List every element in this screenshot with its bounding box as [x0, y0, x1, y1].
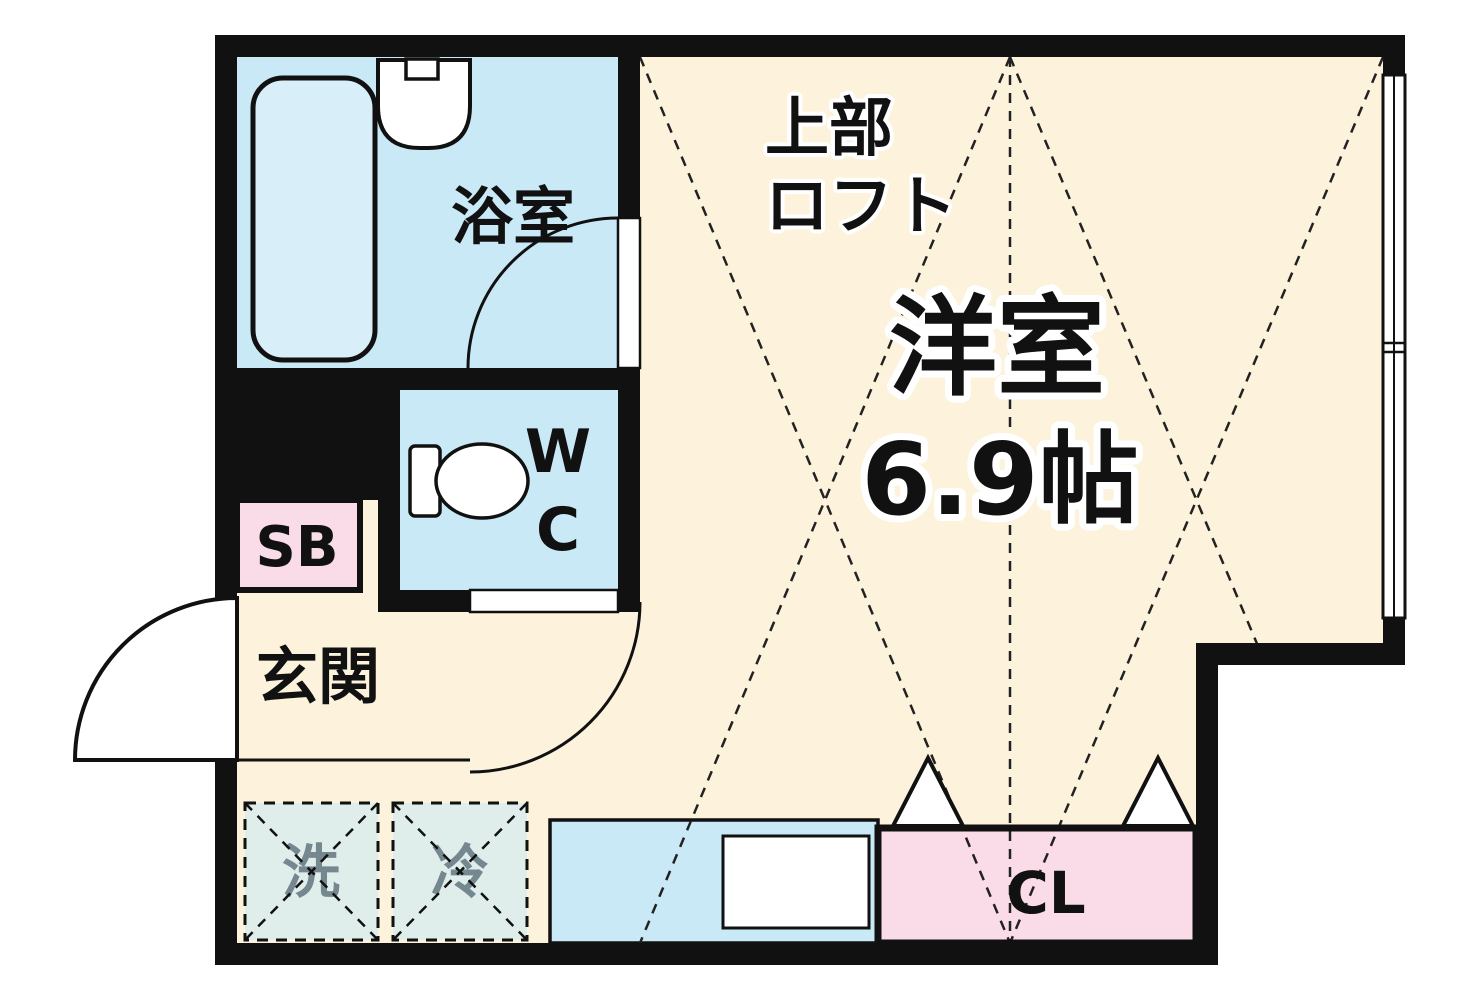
bathroom-label: 浴室 [451, 180, 575, 253]
main-room-size: 6.9帖 [861, 421, 1138, 538]
wc-label-line1: W [525, 417, 591, 487]
wc-bottom-wall [378, 590, 470, 612]
closet-doors [874, 753, 1200, 947]
closet-label: CL [1006, 859, 1086, 927]
hall-door-arc [469, 601, 642, 774]
sb-label: SB [255, 515, 338, 580]
entrance-door [72, 595, 239, 762]
bathroom-wall [618, 57, 640, 218]
wc-label-line2: C [536, 495, 580, 565]
bathroom-door-opening [616, 216, 642, 370]
stove-inset [721, 834, 871, 930]
loft-label-line1: 上部 [765, 92, 893, 166]
sink-faucet [404, 57, 440, 81]
bathtub [250, 75, 378, 363]
main-room-label: 洋室 [889, 286, 1105, 411]
bathroom-door-arc [466, 216, 619, 369]
entrance-label: 玄関 [256, 640, 380, 713]
fridge-box [391, 801, 529, 942]
wall-block [215, 368, 378, 500]
wc-door-opening [468, 588, 620, 614]
closet-door-triangle-left [889, 753, 967, 828]
washer-box [243, 801, 380, 942]
sink [376, 58, 472, 150]
wc-left-wall [378, 390, 400, 612]
wc-right-wall [618, 368, 640, 612]
window [1381, 73, 1407, 620]
toilet-bowl [434, 442, 530, 520]
closet-door-triangle-right [1119, 753, 1197, 828]
closet-floor [878, 828, 1196, 943]
loft-label-line2: ロフト [765, 170, 957, 244]
